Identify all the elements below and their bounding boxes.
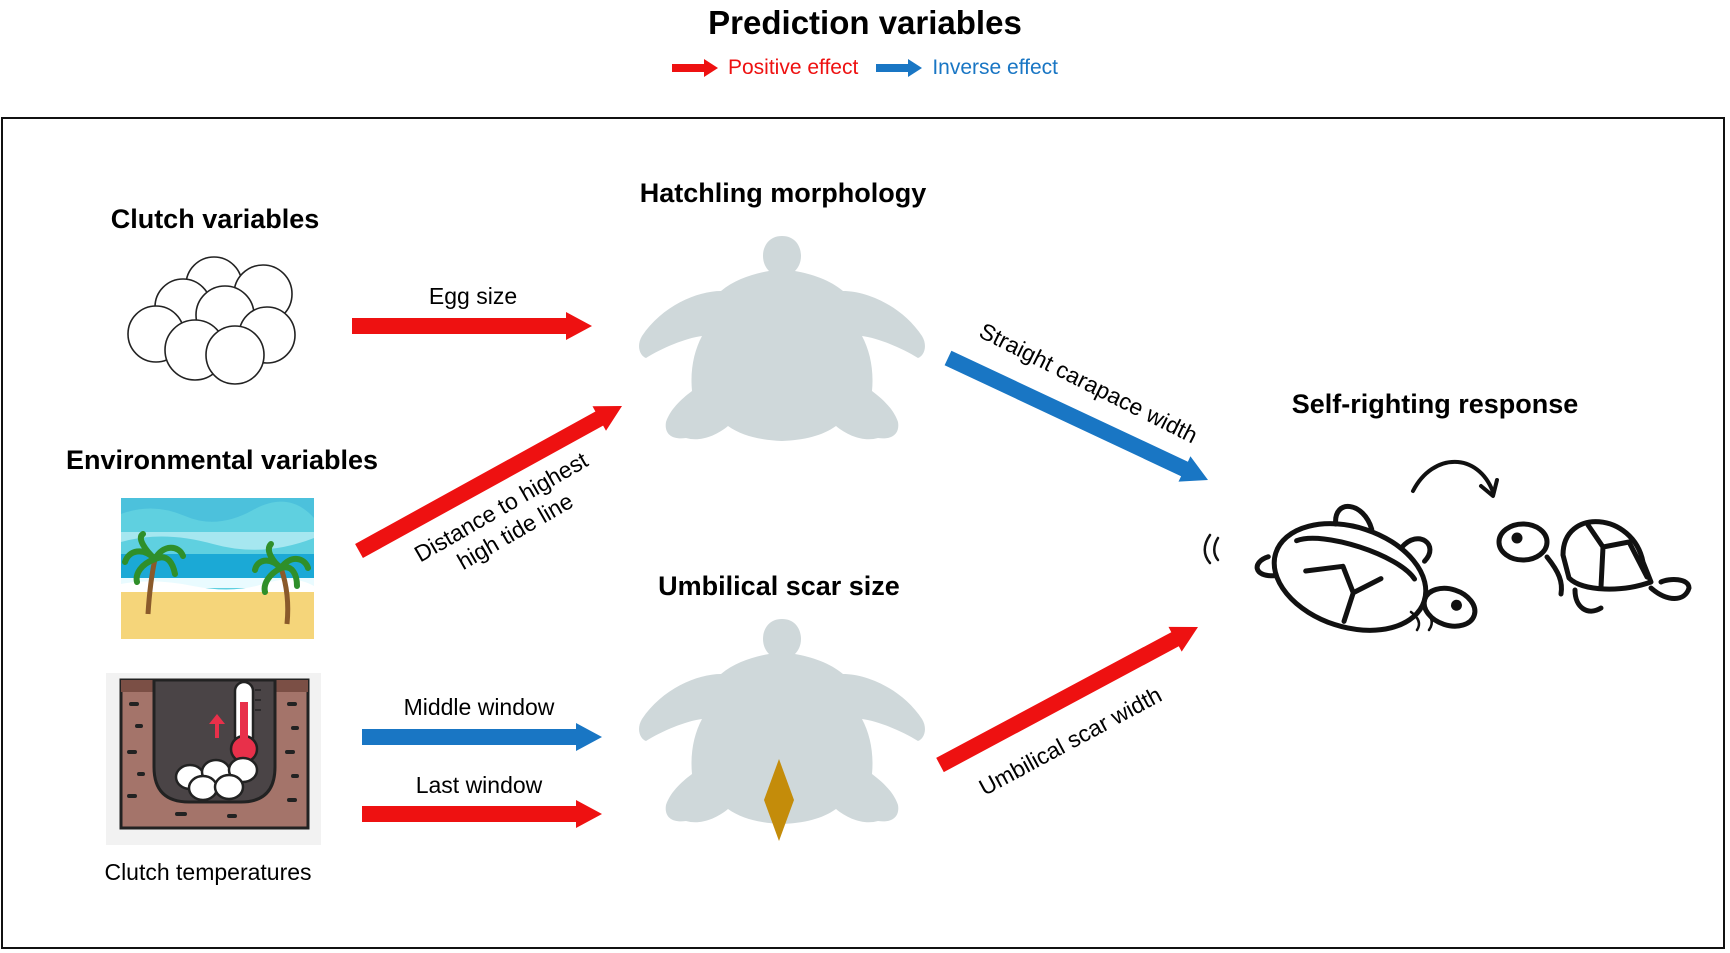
last-window-label: Last window [416, 772, 543, 798]
middle-window-arrow [362, 723, 602, 751]
egg-size-label: Egg size [429, 283, 517, 309]
legend-positive: Positive effect [671, 56, 859, 80]
scar-width-arrow [936, 626, 1198, 773]
diagram-canvas: Clutch variables Environmental variables… [66, 178, 1692, 885]
diagram-frame: Clutch variables Environmental variables… [1, 117, 1725, 949]
beach-icon [121, 498, 314, 639]
legend-inverse: Inverse effect [876, 56, 1058, 80]
last-window-arrow [362, 800, 602, 828]
turtle-flip-icon [1203, 459, 1692, 633]
legend: Positive effect Inverse effect [0, 56, 1730, 80]
distance-tide-arrow [355, 406, 622, 558]
umbilical-scar-size-heading: Umbilical scar size [658, 571, 900, 601]
scar-diamond-icon [764, 759, 794, 841]
legend-positive-label: Positive effect [727, 56, 859, 79]
self-righting-response-heading: Self-righting response [1292, 389, 1579, 419]
effect-arrows [352, 312, 1208, 828]
carapace-width-arrow [944, 350, 1208, 482]
egg-size-arrow [352, 312, 592, 340]
nest-thermometer-icon [106, 673, 321, 845]
egg-clutch-icon [127, 256, 296, 385]
hatchling-silhouette-icon [639, 236, 925, 441]
inverse-arrow-icon [876, 59, 923, 77]
positive-arrow-icon [671, 59, 718, 77]
environmental-variables-heading: Environmental variables [66, 445, 378, 475]
clutch-temperatures-label: Clutch temperatures [104, 859, 311, 885]
page-title: Prediction variables [708, 4, 1022, 41]
middle-window-label: Middle window [404, 694, 555, 720]
legend-inverse-label: Inverse effect [932, 56, 1059, 79]
clutch-variables-heading: Clutch variables [111, 204, 320, 234]
hatchling-morphology-heading: Hatchling morphology [640, 178, 927, 208]
